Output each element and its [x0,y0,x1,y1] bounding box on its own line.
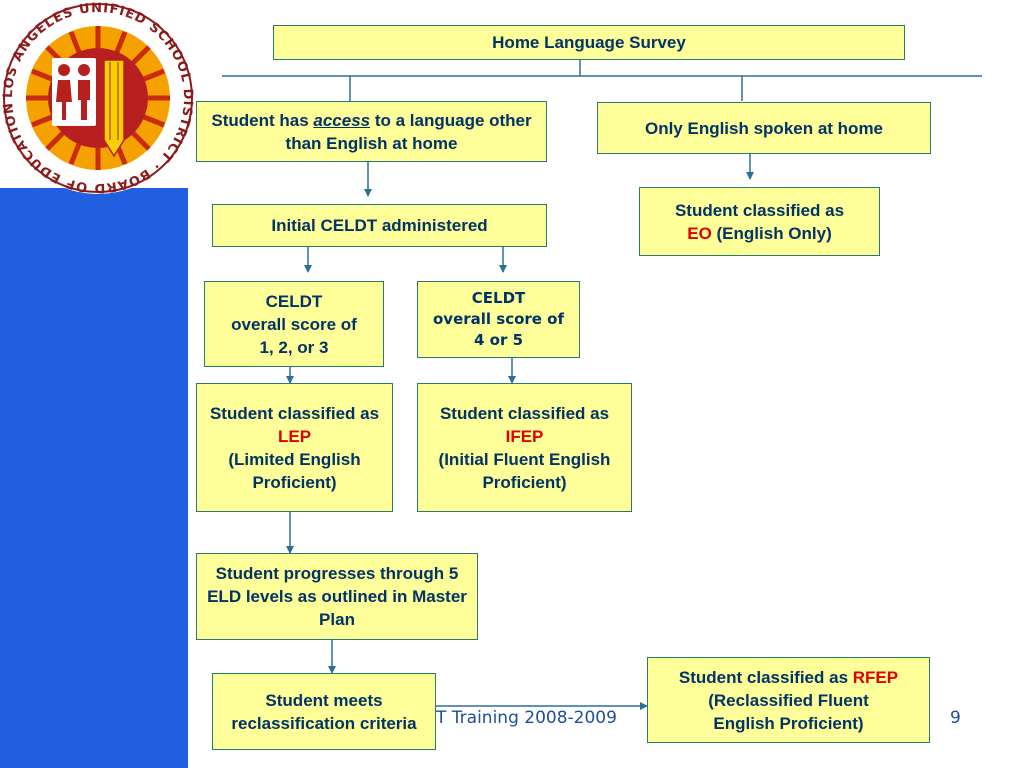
rfep-classification-box: Student classified as RFEP (Reclassified… [647,657,930,743]
eo-classification-box: Student classified as EO (English Only) [639,187,880,256]
lep-code: LEP [277,426,312,446]
home-language-survey-label: Home Language Survey [492,33,686,52]
only-english-label: Only English spoken at home [644,118,884,138]
celdt-low-line2: overall score of [231,314,357,334]
eo-text-post: (English Only) [711,223,832,243]
pencil-icon [103,59,125,158]
language-access-box: Student has access to a language other t… [196,101,547,162]
ifep-text-pre: Student classified as [439,403,610,423]
reclassification-criteria-label: Student meets reclassification criteria [231,690,417,733]
celdt-low-line3: 1, 2, or 3 [259,337,329,357]
access-text-post: to a language other than English at home [285,110,532,153]
rfep-code: RFEP [852,667,899,687]
ifep-code: IFEP [505,426,544,446]
celdt-low-line1: CELDT [265,291,323,311]
home-language-survey-box: Home Language Survey [273,25,905,60]
lep-classification-box: Student classified as LEP (Limited Engli… [196,383,393,512]
access-emphasis: access [313,110,371,130]
celdt-high-line3: 4 or 5 [473,331,524,349]
rfep-text-pre: Student classified as [678,667,853,687]
lep-text-post: (Limited English Proficient) [228,449,361,492]
rfep-text-post: (Reclassified Fluent English Proficient) [708,690,869,733]
page-number: 9 [950,708,961,728]
access-text-pre: Student has [211,110,314,130]
eo-text-pre: Student classified as [674,200,845,220]
celdt-score-low-box: CELDT overall score of 1, 2, or 3 [204,281,384,367]
eld-progress-label: Student progresses through 5 ELD levels … [207,564,467,629]
eld-progress-box: Student progresses through 5 ELD levels … [196,553,478,640]
eo-code: EO [687,223,712,243]
ifep-text-post: (Initial Fluent English Proficient) [438,449,611,492]
celdt-high-line1: CELDT [471,289,526,307]
only-english-box: Only English spoken at home [597,102,931,154]
celdt-score-high-box: CELDT overall score of 4 or 5 [417,281,580,358]
initial-celdt-box: Initial CELDT administered [212,204,547,247]
children-icon [52,58,96,126]
initial-celdt-label: Initial CELDT administered [271,216,488,235]
ifep-classification-box: Student classified as IFEP (Initial Flue… [417,383,632,512]
district-seal-logo: LOS ANGELES UNIFIED SCHOOL DISTRICT · BO… [0,0,196,196]
reclassification-criteria-box: Student meets reclassification criteria [212,673,436,750]
footer-training-text: T Training 2008-2009 [436,708,617,728]
celdt-high-line2: overall score of [432,310,565,328]
lep-text-pre: Student classified as [209,403,380,423]
sidebar-panel [0,188,188,768]
